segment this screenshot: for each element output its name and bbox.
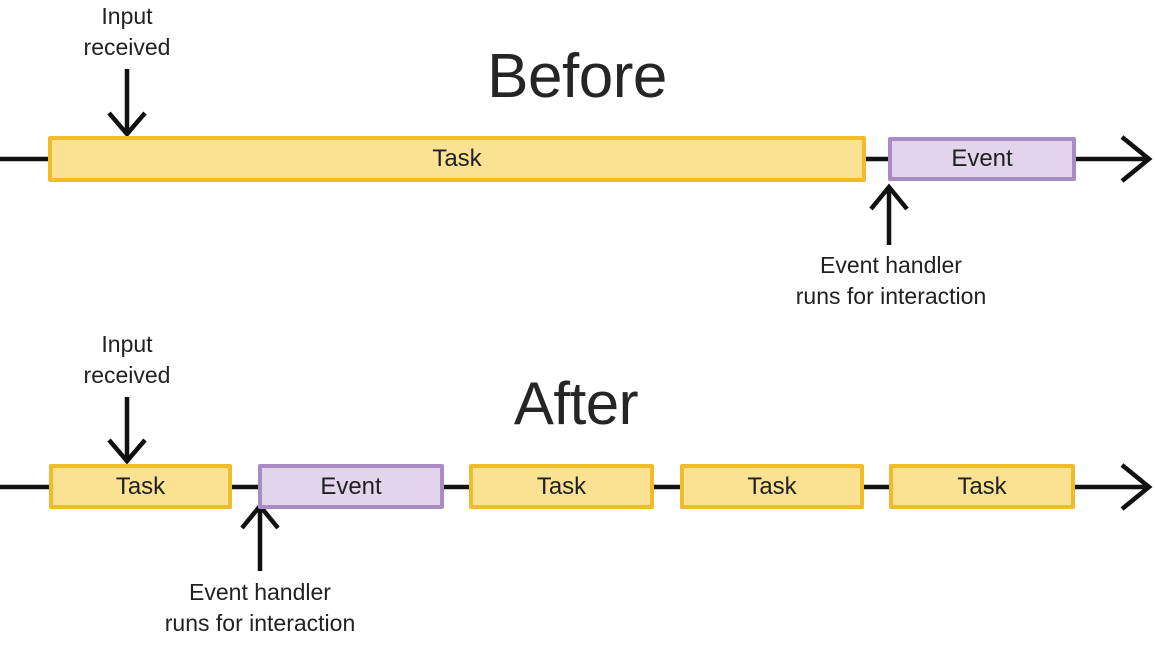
after-input-label: Input received [83,331,171,388]
before-handler-label: Event handler runs for interaction [795,252,987,309]
before-event-label: Event [951,145,1013,172]
after-task-box-3: Task [680,464,864,509]
before-event-box: Event [888,137,1076,181]
after-event-label: Event [320,472,382,500]
after-event-box: Event [258,464,444,509]
after-task-box-1: Task [49,464,232,509]
after-input-down-arrow-icon [107,397,147,465]
after-handler-label: Event handler runs for interaction [164,579,356,636]
before-input-down-arrow-icon [107,69,147,138]
after-task-box-2: Task [469,464,654,509]
before-input-label: Input received [83,3,171,60]
after-task-3-label: Task [747,472,797,500]
before-handler-up-arrow-icon [869,183,909,245]
after-task-box-4: Task [889,464,1075,509]
before-task-label: Task [432,145,482,172]
after-task-4-label: Task [957,472,1007,500]
before-title: Before [487,42,667,111]
after-task-2-label: Task [536,472,587,500]
after-task-1-label: Task [115,472,166,500]
before-task-box: Task [48,136,866,182]
after-handler-up-arrow-icon [240,502,280,571]
after-title: After [513,370,639,437]
